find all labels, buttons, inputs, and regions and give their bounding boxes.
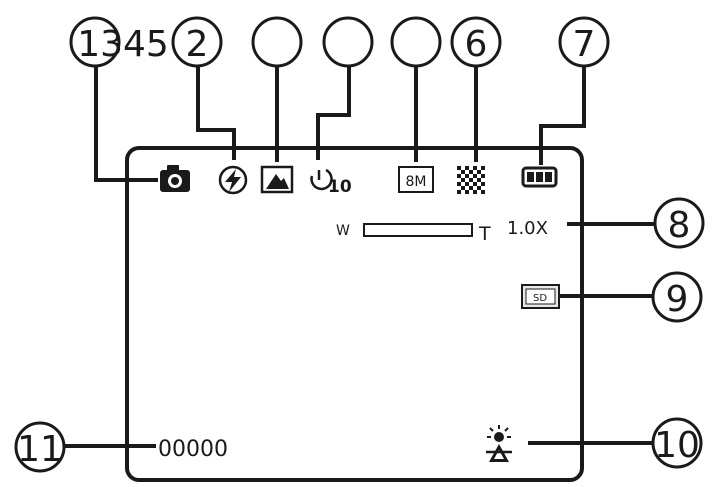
callout-9: 9 <box>651 271 703 323</box>
callout-6-label: 6 <box>465 24 488 65</box>
battery-icon <box>521 166 558 188</box>
white-balance-icon <box>486 425 512 462</box>
leader-7 <box>539 65 586 165</box>
quality-grid-cell <box>461 170 465 174</box>
flash-icon <box>218 165 248 195</box>
callout-4 <box>322 16 374 68</box>
quality-grid-cell <box>473 182 477 186</box>
zoom-tele-label: T <box>478 223 491 245</box>
callout-8: 8 <box>653 197 705 249</box>
quality-grid-cell <box>481 190 485 194</box>
quality-grid-cell <box>457 174 461 178</box>
callout-11-label: 11 <box>17 429 63 470</box>
quality-grid-cell <box>457 182 461 186</box>
screen-frame <box>125 146 584 482</box>
leader-4 <box>316 65 351 160</box>
quality-grid-cell <box>473 166 477 170</box>
quality-grid-cell <box>465 166 469 170</box>
quality-grid-cell <box>465 190 469 194</box>
zoom-value: 1.0X <box>507 218 548 239</box>
callout-2-label: 2 <box>186 24 209 65</box>
quality-grid-cell <box>481 166 485 170</box>
scene-mode-icon <box>260 165 294 194</box>
self-timer-value: 10 <box>328 177 352 197</box>
sd-card-label: SD <box>533 293 547 304</box>
quality-grid-cell <box>477 186 481 190</box>
callout-5 <box>390 16 442 68</box>
self-timer-icon: 10 <box>310 168 352 197</box>
quality-grid-cell <box>457 190 461 194</box>
callout-1-label: 1345 <box>77 24 169 65</box>
quality-grid-cell <box>469 186 473 190</box>
callout-1: 1345 <box>69 16 169 68</box>
quality-grid-cell <box>477 178 481 182</box>
resolution-label: 8M <box>406 174 427 190</box>
zoom-indicator: W T 1.0X <box>336 218 548 245</box>
callout-11: 11 <box>14 421 66 473</box>
quality-grid-cell <box>457 166 461 170</box>
quality-grid-cell <box>481 182 485 186</box>
leader-2 <box>196 62 236 160</box>
callout-10-label: 10 <box>654 425 700 466</box>
quality-grid-cell <box>461 178 465 182</box>
shot-counter: 00000 <box>158 437 228 462</box>
quality-grid-cell <box>477 170 481 174</box>
quality-grid-cell <box>481 174 485 178</box>
callout-7: 7 <box>558 16 610 68</box>
callout-7-label: 7 <box>573 24 596 65</box>
resolution-icon: 8M <box>398 166 434 193</box>
callout-8-label: 8 <box>668 205 691 246</box>
image-quality-icon <box>457 166 485 194</box>
callout-3 <box>251 16 303 68</box>
quality-grid-cell <box>465 174 469 178</box>
callout-6: 6 <box>450 16 502 68</box>
quality-grid-cell <box>473 174 477 178</box>
camera-icon <box>160 165 190 192</box>
quality-grid-cell <box>469 178 473 182</box>
callout-10: 10 <box>651 417 703 469</box>
quality-grid-cell <box>469 170 473 174</box>
leader-1 <box>94 62 158 182</box>
leader-lines <box>64 62 655 448</box>
sd-card-icon: SD <box>521 284 560 309</box>
quality-grid-cell <box>473 190 477 194</box>
zoom-wide-label: W <box>336 223 350 239</box>
callout-9-label: 9 <box>666 279 689 320</box>
quality-grid-cell <box>465 182 469 186</box>
callout-2: 2 <box>171 16 223 68</box>
quality-grid-cell <box>461 186 465 190</box>
